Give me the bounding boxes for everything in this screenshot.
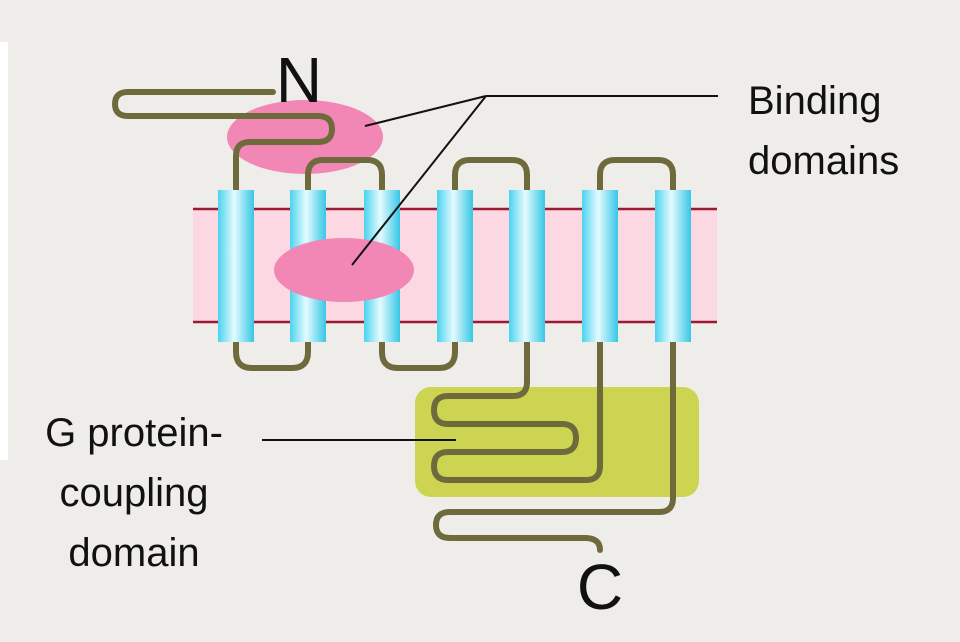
helix-tm4 <box>437 190 473 342</box>
helix-tm6 <box>582 190 618 342</box>
gprotein-label-line1: G protein- <box>45 411 223 455</box>
binding-domains-label-line1: Binding <box>748 79 881 123</box>
leader-binding-extracellular <box>364 95 487 127</box>
chain-intracellular-loop-1 <box>233 334 311 371</box>
helix-tm5 <box>509 190 545 342</box>
chain-extracellular-loop-2 <box>452 157 530 198</box>
gprotein-label-line2: coupling <box>59 471 208 515</box>
helix-tm1 <box>218 190 254 342</box>
binding-domains-label-line2: domains <box>748 139 899 183</box>
transmembrane-helices <box>218 190 691 342</box>
gprotein-coupling-domain <box>415 387 699 497</box>
helix-tm7 <box>655 190 691 342</box>
n-terminus-label: N <box>276 44 322 116</box>
chain-n-terminal-tail <box>112 89 335 198</box>
gprotein-label-line3: domain <box>68 531 199 575</box>
chain-extracellular-loop-3 <box>597 157 676 198</box>
leader-lines <box>262 95 718 441</box>
chain-c-terminal-tail <box>433 334 676 553</box>
polypeptide-chain <box>112 89 676 553</box>
binding-domain-transmembrane <box>274 238 414 302</box>
chain-extracellular-loop-1 <box>305 157 385 198</box>
chain-intracellular-loop-3 <box>431 334 603 483</box>
leader-binding-transmembrane <box>351 95 487 266</box>
chain-intracellular-loop-2 <box>379 334 458 371</box>
c-terminus-label: C <box>577 551 623 623</box>
panel-edge <box>0 42 8 460</box>
